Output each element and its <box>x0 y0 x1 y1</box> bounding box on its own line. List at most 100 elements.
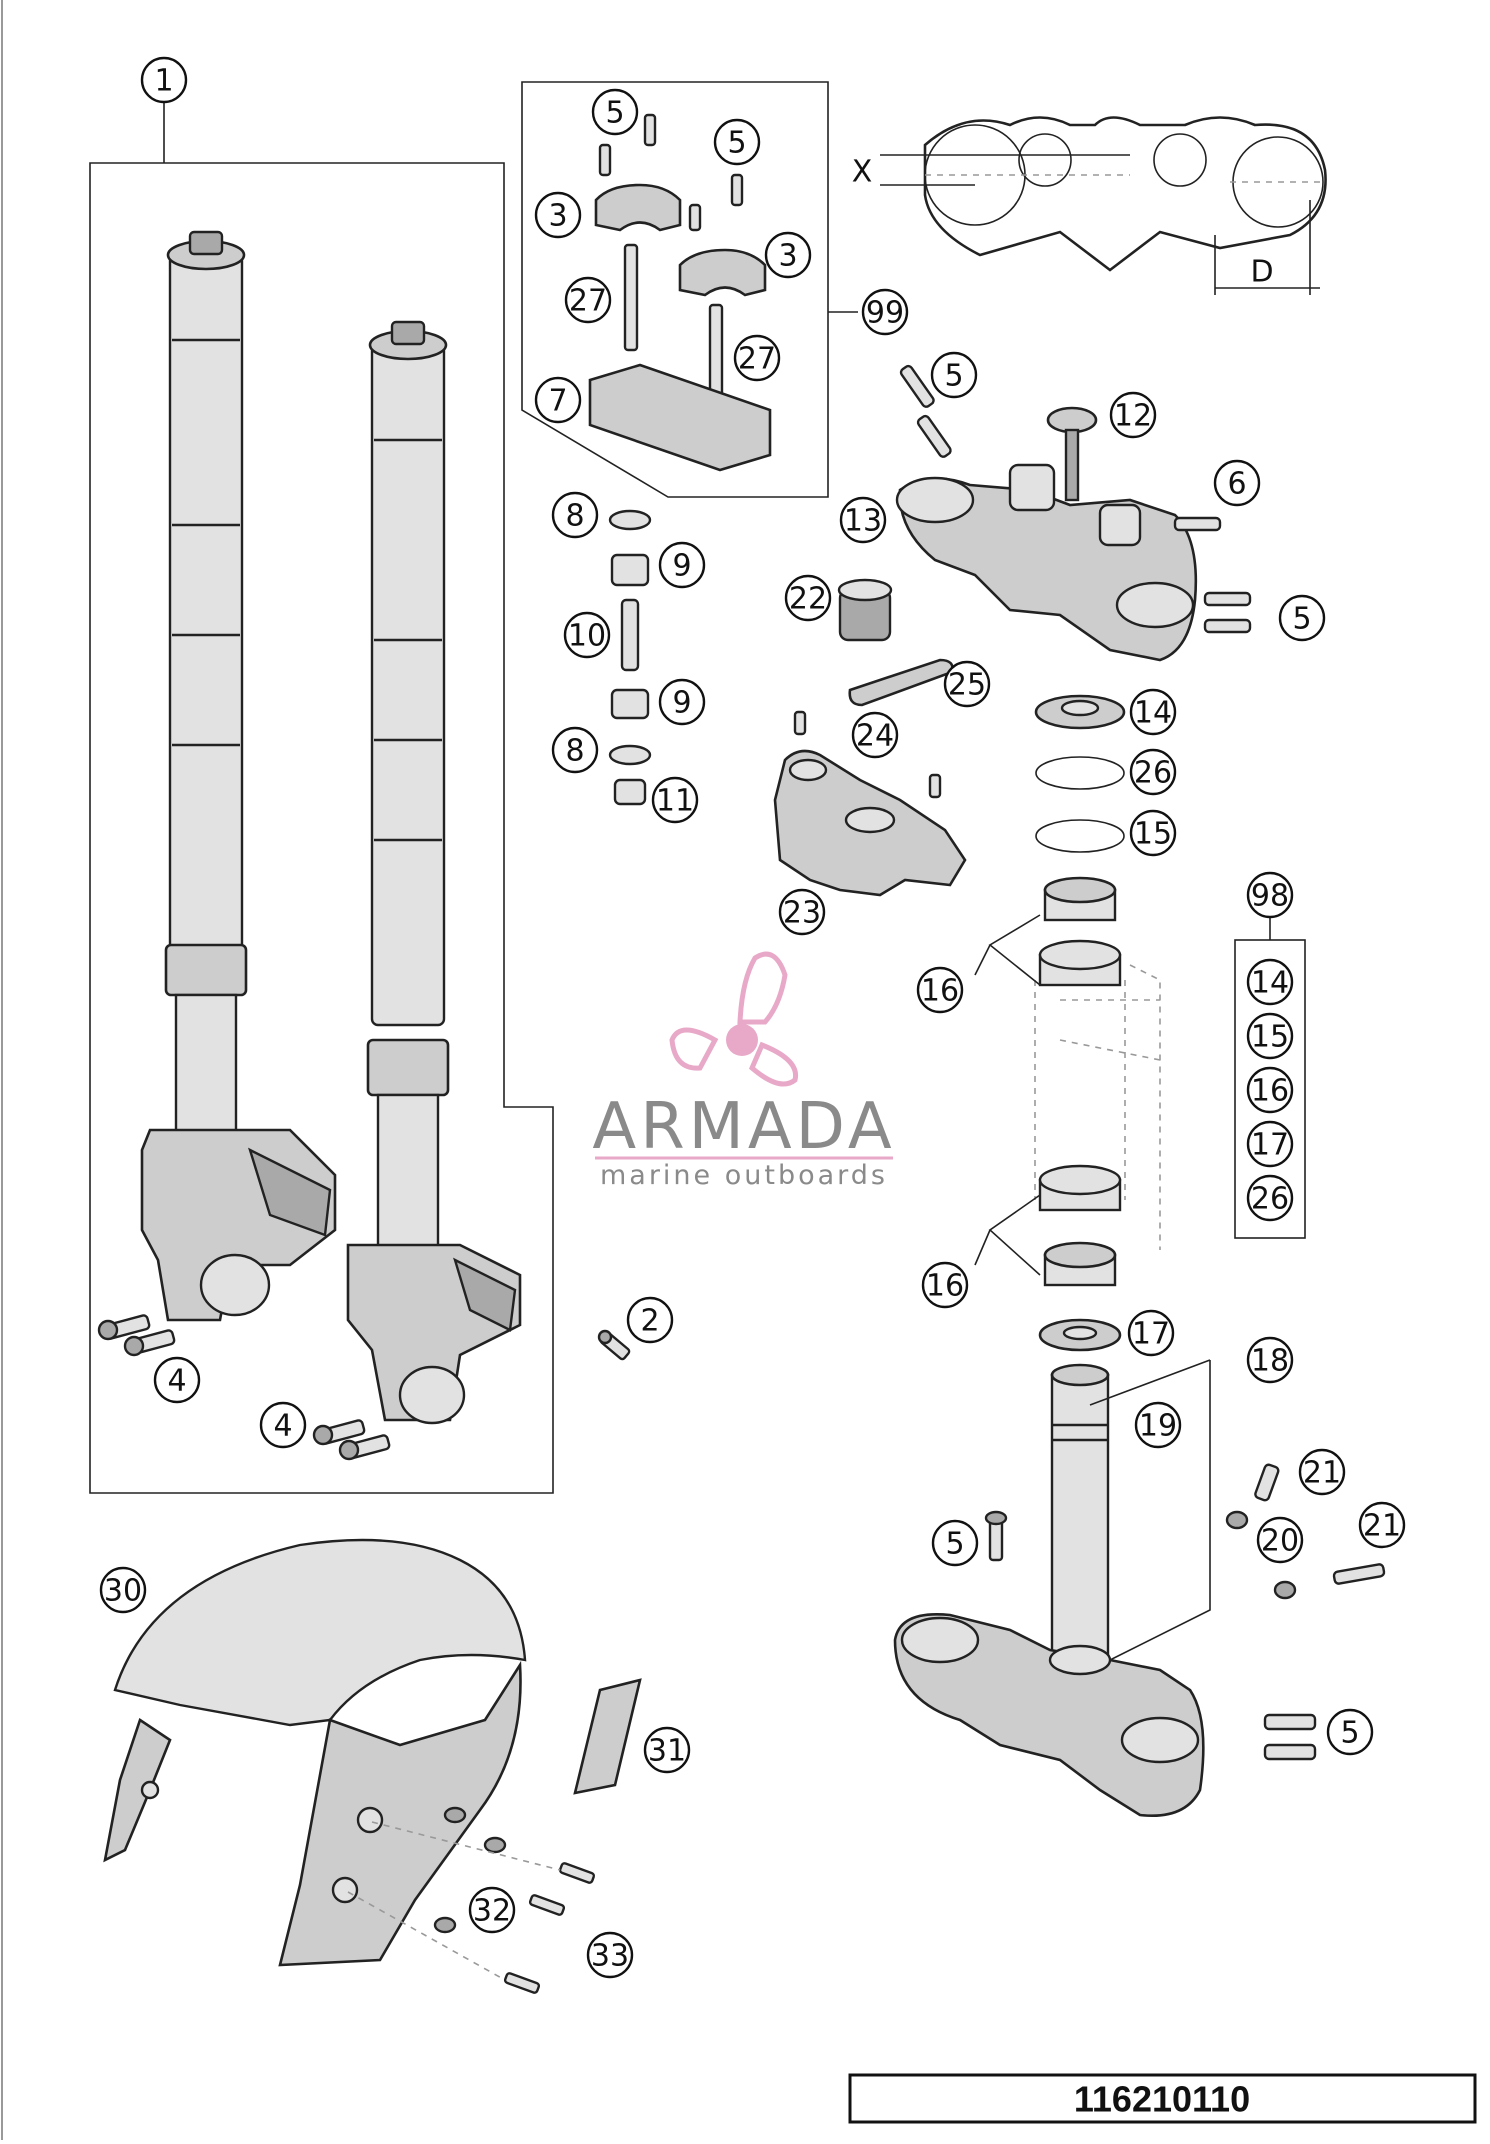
upper-triple-clamp <box>895 364 1252 662</box>
fork-assembly-group <box>89 103 554 1494</box>
callout: 3 <box>534 191 582 239</box>
callout: 5 <box>713 118 761 166</box>
reflector-strip <box>573 1678 642 1795</box>
svg-text:4: 4 <box>273 1409 292 1444</box>
callout: 2 <box>626 1296 674 1344</box>
svg-text:23: 23 <box>783 896 821 931</box>
callout: 5 <box>930 351 978 399</box>
svg-text:5: 5 <box>1292 602 1311 637</box>
callout: 17 <box>1127 1309 1175 1357</box>
callout: 30 <box>99 1566 147 1614</box>
svg-text:30: 30 <box>104 1574 142 1609</box>
callout: 18 <box>1246 1336 1294 1384</box>
callout: 98 <box>1246 871 1294 919</box>
svg-text:5: 5 <box>1340 1716 1359 1751</box>
watermark-subtitle: marine outboards <box>600 1160 888 1191</box>
svg-text:14: 14 <box>1134 696 1172 731</box>
svg-text:5: 5 <box>727 126 746 161</box>
svg-text:11: 11 <box>656 784 694 819</box>
bleed-screw <box>597 1329 631 1361</box>
dim-label-d: D <box>1250 255 1273 290</box>
svg-text:9: 9 <box>672 686 691 721</box>
svg-text:16: 16 <box>921 974 959 1009</box>
callout: 22 <box>784 574 832 622</box>
axle-clamp-bolts-right <box>312 1419 391 1461</box>
dim-label-x: X <box>852 155 873 190</box>
svg-text:14: 14 <box>1251 966 1289 1001</box>
handlebar-clamp-group <box>521 81 858 498</box>
callout: 5 <box>931 1519 979 1567</box>
callout: 10 <box>563 611 611 659</box>
svg-text:8: 8 <box>565 499 584 534</box>
callout: 14 <box>1246 958 1294 1006</box>
lower-triple-clamp <box>893 1359 1386 1817</box>
callout: 25 <box>943 660 991 708</box>
right-fork-leg <box>346 320 522 1425</box>
svg-text:27: 27 <box>738 342 776 377</box>
callout: 9 <box>658 541 706 589</box>
callout: 13 <box>839 496 887 544</box>
svg-text:16: 16 <box>1251 1074 1289 1109</box>
svg-text:10: 10 <box>568 619 606 654</box>
callout: 21 <box>1358 1501 1406 1549</box>
svg-text:27: 27 <box>569 284 607 319</box>
svg-text:7: 7 <box>548 384 567 419</box>
callout: 17 <box>1246 1120 1294 1168</box>
propeller-logo <box>669 951 799 1087</box>
svg-text:5: 5 <box>944 359 963 394</box>
callouts: 1 2 3 3 4 4 5 5 5 5 5 5 6 7 8 8 9 9 10 1… <box>99 56 1406 1979</box>
steering-damper <box>837 578 954 707</box>
callout: 99 <box>861 288 909 336</box>
callout: 21 <box>1298 1448 1346 1496</box>
svg-text:17: 17 <box>1132 1317 1170 1352</box>
propeller-hub <box>726 1024 758 1056</box>
svg-text:9: 9 <box>672 549 691 584</box>
callout: 5 <box>1326 1708 1374 1756</box>
callout: 27 <box>733 334 781 382</box>
svg-text:17: 17 <box>1251 1128 1289 1163</box>
svg-text:3: 3 <box>778 239 797 274</box>
document-number-box: 116210110 <box>848 2073 1477 2124</box>
svg-text:21: 21 <box>1363 1509 1401 1544</box>
svg-text:26: 26 <box>1251 1182 1289 1217</box>
callout: 4 <box>153 1356 201 1404</box>
callout: 33 <box>586 1931 634 1979</box>
callout: 5 <box>591 88 639 136</box>
svg-text:26: 26 <box>1134 756 1172 791</box>
svg-text:24: 24 <box>856 719 894 754</box>
callout: 27 <box>564 276 612 324</box>
callout: 16 <box>916 966 964 1014</box>
svg-text:25: 25 <box>948 668 986 703</box>
svg-text:12: 12 <box>1114 399 1152 434</box>
callout: 24 <box>851 711 899 759</box>
callout: 16 <box>1246 1066 1294 1114</box>
svg-text:31: 31 <box>648 1734 686 1769</box>
svg-text:20: 20 <box>1261 1524 1299 1559</box>
svg-text:15: 15 <box>1251 1020 1289 1055</box>
callout: 6 <box>1213 459 1261 507</box>
svg-text:99: 99 <box>866 296 904 331</box>
svg-text:18: 18 <box>1251 1344 1289 1379</box>
triple-clamp-outline: X D <box>852 116 1327 295</box>
bearing-stack <box>1034 694 1161 1352</box>
svg-text:6: 6 <box>1227 467 1246 502</box>
damper-bracket <box>773 710 967 897</box>
front-fender <box>103 1538 527 1967</box>
svg-text:8: 8 <box>565 734 584 769</box>
callout: 8 <box>551 491 599 539</box>
callout: 9 <box>658 678 706 726</box>
document-number: 116210110 <box>1074 2079 1250 2120</box>
callout: 1 <box>140 56 188 104</box>
svg-text:3: 3 <box>548 199 567 234</box>
svg-text:21: 21 <box>1303 1456 1341 1491</box>
callout: 26 <box>1246 1174 1294 1222</box>
svg-text:4: 4 <box>167 1364 186 1399</box>
svg-text:22: 22 <box>789 582 827 617</box>
svg-text:2: 2 <box>640 1304 659 1339</box>
left-fork-leg <box>140 230 337 1322</box>
callout: 8 <box>551 726 599 774</box>
callout: 15 <box>1246 1012 1294 1060</box>
watermark-title: ARMADA <box>592 1090 895 1164</box>
